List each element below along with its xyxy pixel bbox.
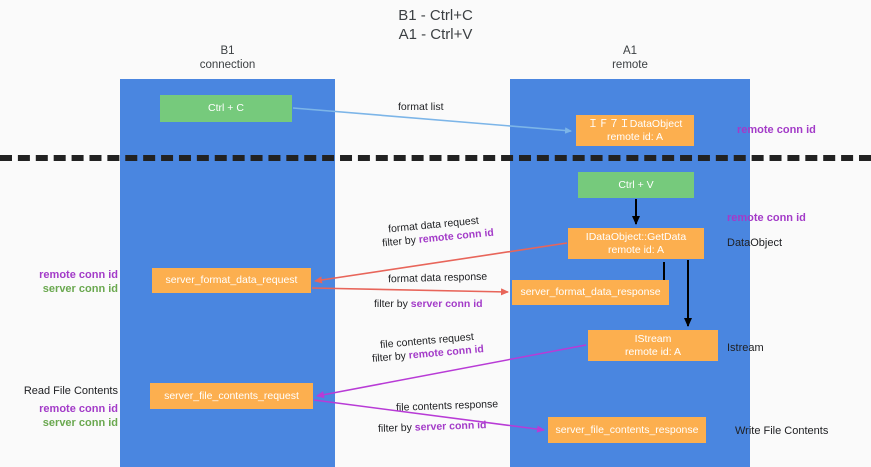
node-ctrl-v-label: Ctrl + V bbox=[618, 178, 654, 191]
node-istream-line1: IStream bbox=[634, 333, 672, 345]
swimlane-b1-role: connection bbox=[199, 58, 256, 71]
node-dataobject-line1: ＩＦ７ＩDataObject bbox=[587, 118, 683, 130]
swimlane-a1-role: remote bbox=[612, 58, 648, 71]
page-title: B1 - Ctrl+C A1 - Ctrl+V bbox=[0, 6, 871, 44]
title-line-1: B1 - Ctrl+C bbox=[398, 7, 473, 24]
filter-key-server-conn-id: server conn id bbox=[410, 298, 483, 310]
node-idataobject-getdata[interactable]: IDataObject::GetData remote id: A bbox=[568, 228, 704, 259]
note-left-remote-conn-id: remote conn id bbox=[39, 269, 118, 281]
node-dataobject-line2: remote id: A bbox=[606, 130, 664, 143]
node-server-format-data-response[interactable]: server_format_data_response bbox=[512, 280, 669, 305]
edge-label-format-data-response-filter: filter by server conn id bbox=[374, 298, 483, 311]
note-read-file-contents: Read File Contents bbox=[23, 385, 118, 397]
edge-label-format-list-text: format list bbox=[398, 101, 444, 113]
note-left-server-conn-id: server conn id bbox=[42, 283, 118, 295]
edge-label-format-list: format list bbox=[398, 101, 444, 114]
swimlane-header-b1: B1 connection bbox=[120, 45, 335, 72]
node-server-file-contents-response-label: server_file_contents_response bbox=[555, 423, 699, 436]
node-server-file-contents-request-label: server_file_contents_request bbox=[164, 389, 299, 402]
note-istream: Istream bbox=[727, 342, 764, 354]
node-getdata-line2: remote id: A bbox=[607, 243, 665, 256]
node-istream[interactable]: IStream remote id: A bbox=[588, 330, 718, 361]
swimlane-b1-name: B1 bbox=[220, 45, 235, 57]
title-line-2: A1 - Ctrl+V bbox=[398, 26, 473, 43]
node-server-format-data-request[interactable]: server_format_data_request bbox=[152, 268, 311, 293]
phase-divider bbox=[0, 155, 871, 161]
node-server-file-contents-response[interactable]: server_file_contents_response bbox=[548, 417, 706, 443]
swimlane-header-a1: A1 remote bbox=[510, 45, 750, 72]
node-server-file-contents-request[interactable]: server_file_contents_request bbox=[150, 383, 313, 409]
node-getdata-line1: IDataObject::GetData bbox=[585, 231, 687, 243]
node-ctrl-c[interactable]: Ctrl + C bbox=[160, 95, 292, 122]
note-left-conn-ids: remote conn id server conn id bbox=[0, 268, 118, 296]
note-remote-conn-id-mid: remote conn id bbox=[727, 212, 806, 224]
note-dataobject: DataObject bbox=[727, 237, 783, 249]
note-left-remote-conn-id-2: remote conn id bbox=[39, 403, 118, 415]
note-left-server-conn-id-2: server conn id bbox=[42, 417, 118, 429]
note-left-conn-ids-2: remote conn id server conn id bbox=[0, 402, 118, 430]
note-write-file-contents: Write File Contents bbox=[735, 425, 829, 437]
node-istream-line2: remote id: A bbox=[624, 345, 682, 358]
node-ctrl-c-label: Ctrl + C bbox=[208, 102, 244, 115]
swimlane-a1-name: A1 bbox=[622, 45, 638, 57]
node-dataobject[interactable]: ＩＦ７ＩDataObject remote id: A bbox=[576, 115, 694, 146]
note-remote-conn-id-top: remote conn id bbox=[737, 124, 816, 136]
filter-prefix: filter by bbox=[374, 298, 411, 310]
node-ctrl-v[interactable]: Ctrl + V bbox=[578, 172, 694, 198]
node-server-format-data-request-label: server_format_data_request bbox=[165, 274, 298, 287]
node-server-format-data-response-label: server_format_data_response bbox=[520, 286, 661, 299]
